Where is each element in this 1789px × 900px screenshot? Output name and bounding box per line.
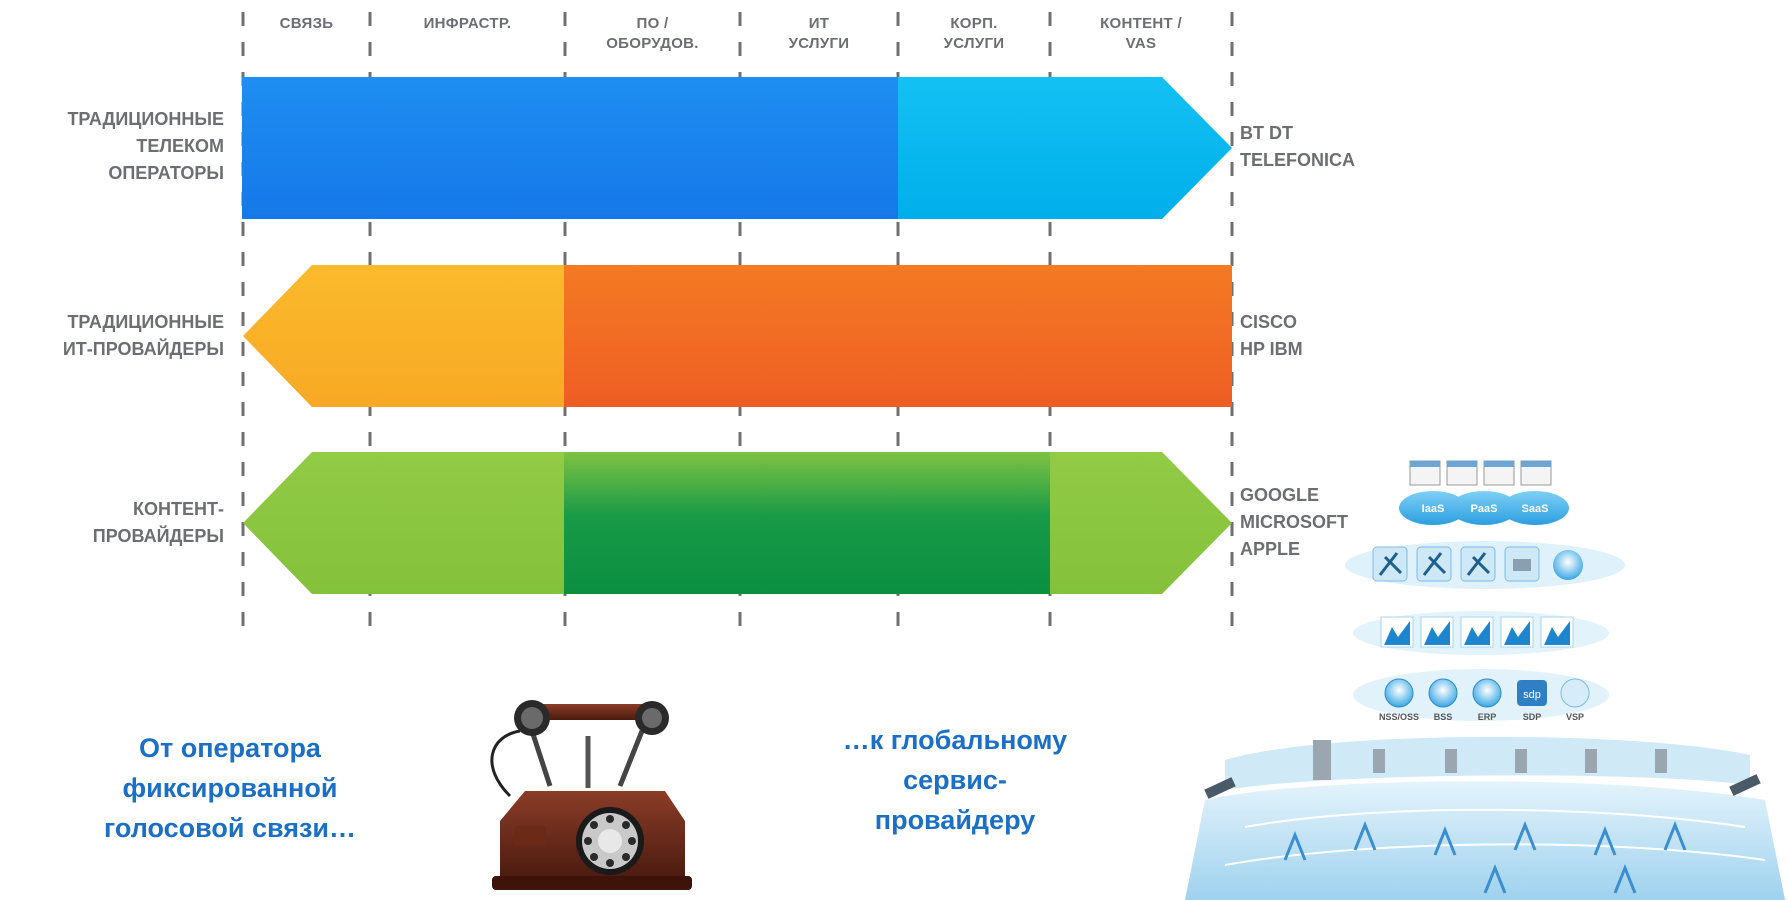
tools-row: [1345, 541, 1625, 589]
satellites: [1204, 774, 1761, 799]
vintage-telephone-icon: [490, 700, 692, 890]
system-label-vsp: VSP: [1566, 712, 1584, 722]
system-label-erp: ERP: [1478, 712, 1497, 722]
column-header-content-vas: КОНТЕНТ / VAS: [1100, 15, 1182, 52]
content-arrow-left: [243, 452, 565, 594]
systems-row: sdp NSS/OSS BSS ERP SDP VSP: [1353, 669, 1609, 722]
it-arrow-tail: [243, 265, 565, 407]
global-network-illustration: IaaS PaaS SaaS sdp NSS: [1185, 460, 1785, 900]
system-label-sdp: SDP: [1523, 712, 1542, 722]
sdp-badge-label: sdp: [1523, 689, 1541, 701]
server-band: [1225, 736, 1750, 790]
content-arrow-core: [564, 452, 1051, 594]
column-header-infrastructure: ИНФРАСТР.: [423, 15, 512, 32]
column-header-it-services: ИТ УСЛУГИ: [788, 15, 850, 52]
row-label-content: КОНТЕНТ- ПРОВАЙДЕРЫ: [92, 499, 224, 546]
content-arrow-right: [1050, 452, 1232, 594]
companies-it: CISCO HP IBM: [1240, 312, 1303, 359]
column-header-corporate-services: КОРП. УСЛУГИ: [943, 15, 1005, 52]
it-arrow: [243, 265, 1232, 407]
analytics-row: [1353, 611, 1609, 655]
telecom-arrow: [242, 77, 1232, 219]
caption-from-fixed-voice: От оператора фиксированной голосовой свя…: [103, 733, 357, 843]
app-thumbnails-row: [1409, 460, 1552, 486]
row-label-it: ТРАДИЦИОННЫЕ ИТ-ПРОВАЙДЕРЫ: [62, 312, 224, 359]
telecom-arrow-tip: [898, 77, 1232, 219]
companies-telecom: BT DT TELEFONICA: [1240, 123, 1355, 170]
cloud-services-row: IaaS PaaS SaaS: [1399, 491, 1569, 525]
column-header-connectivity: СВЯЗЬ: [279, 15, 334, 32]
cloud-label-saas: SaaS: [1522, 503, 1549, 515]
antenna-towers: [1283, 820, 1687, 894]
companies-content: GOOGLE MICROSOFT APPLE: [1240, 485, 1348, 559]
system-label-bss: BSS: [1434, 712, 1453, 722]
telecom-arrow-body: [242, 77, 899, 219]
row-label-telecom: ТРАДИЦИОННЫЕ ТЕЛЕКОМ ОПЕРАТОРЫ: [67, 109, 224, 183]
caption-to-global-provider: …к глобальному сервис- провайдеру: [842, 725, 1068, 835]
it-arrow-body: [564, 265, 1232, 407]
system-label-nss-oss: NSS/OSS: [1379, 712, 1419, 722]
map-base: [1185, 781, 1785, 900]
column-header-software-hardware: ПО / ОБОРУДОВ.: [606, 15, 699, 52]
cloud-label-iaas: IaaS: [1422, 503, 1445, 515]
content-arrow: [243, 452, 1232, 594]
cloud-label-paas: PaaS: [1471, 503, 1498, 515]
